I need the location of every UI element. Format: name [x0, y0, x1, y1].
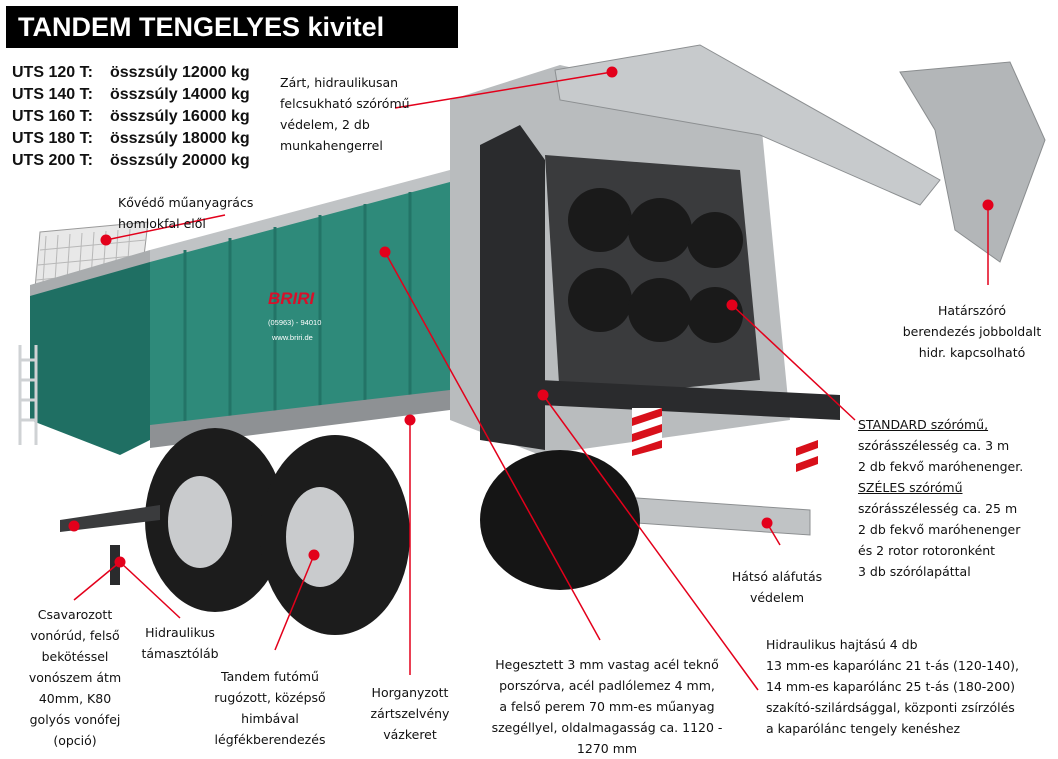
warning-plates: [632, 408, 818, 480]
model-name: UTS 140 T:: [12, 86, 93, 103]
model-weight: összsúly 16000 kg: [110, 108, 250, 125]
model-name: UTS 160 T:: [12, 108, 93, 125]
model-name: UTS 200 T:: [12, 152, 93, 169]
spec-row: UTS 140 T: összsúly 14000 kg: [12, 84, 250, 106]
brand-logo: BRIRI: [268, 289, 316, 308]
model-weight: összsúly 12000 kg: [110, 64, 250, 81]
brand-web: www.briri.de: [271, 333, 313, 342]
spec-row: UTS 120 T: összsúly 12000 kg: [12, 62, 250, 84]
trailer-body: [18, 170, 450, 455]
tandem-wheels: [145, 428, 640, 635]
page-title: TANDEM TENGELYES kivitel: [6, 6, 458, 48]
label-spreader-options: STANDARD szórómű,szórásszélesség ca. 3 m…: [858, 417, 1024, 579]
drawbar: [60, 505, 160, 585]
model-spec-list: UTS 120 T: összsúly 12000 kg UTS 140 T: ös…: [12, 62, 250, 172]
brand-phone: (05963) - 94010: [268, 318, 321, 327]
rear-spreader-unit: [450, 44, 1046, 536]
model-weight: összsúly 14000 kg: [110, 86, 250, 103]
model-weight: összsúly 18000 kg: [110, 130, 250, 147]
model-name: UTS 180 T:: [12, 130, 93, 147]
callout-dots: [68, 66, 994, 568]
spec-row: UTS 200 T: összsúly 20000 kg: [12, 150, 250, 172]
spec-row: UTS 180 T: összsúly 18000 kg: [12, 128, 250, 150]
callout-lines: [73, 71, 989, 691]
model-name: UTS 120 T:: [12, 64, 93, 81]
spec-row: UTS 160 T: összsúly 16000 kg: [12, 106, 250, 128]
model-weight: összsúly 20000 kg: [110, 152, 250, 169]
ladder: [18, 345, 38, 445]
